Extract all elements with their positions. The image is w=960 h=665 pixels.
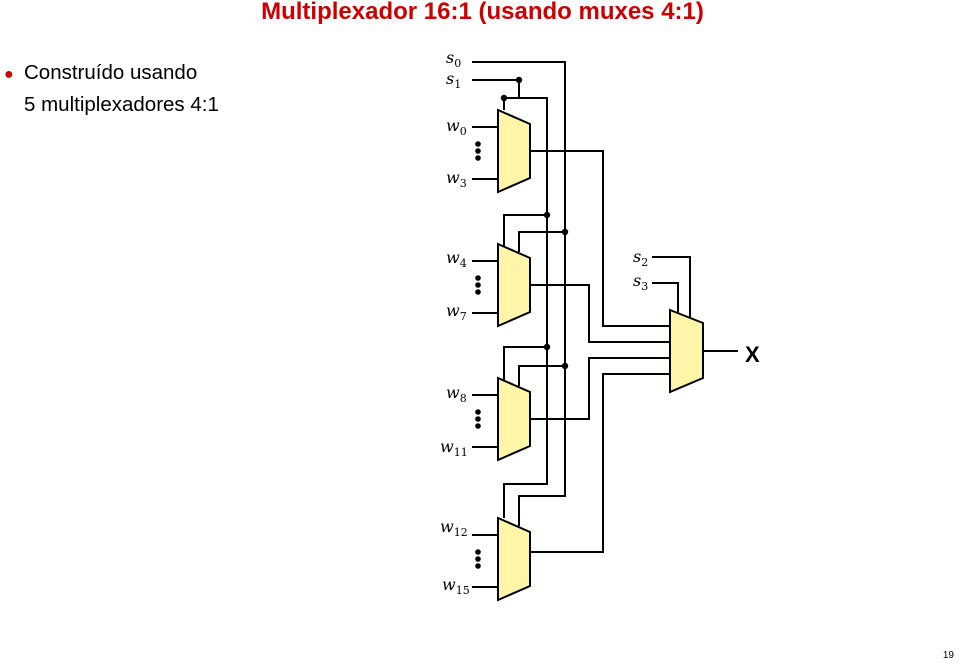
- input-label-w7: w7: [446, 301, 467, 323]
- junction-dot: [543, 211, 551, 219]
- mux4-out: [530, 373, 670, 553]
- s0-tap-3: [518, 365, 565, 386]
- s3-wire: [652, 282, 679, 313]
- ellipsis-dot: [475, 416, 481, 422]
- ellipsis-dot: [475, 563, 481, 569]
- mux-3: [497, 376, 531, 462]
- s0-label: s0: [446, 48, 461, 70]
- ellipsis-dot: [475, 556, 481, 562]
- input-label-w0: w0: [446, 116, 467, 138]
- s0-tap-4: [518, 495, 565, 526]
- s1-wire-b: [503, 80, 520, 110]
- input-label-w3: w3: [446, 168, 467, 190]
- bullet-item: ● Construído usando: [4, 58, 219, 90]
- wires: [472, 61, 738, 588]
- mux-2: [497, 242, 531, 328]
- s2-wire: [652, 256, 691, 318]
- s3-label: s3: [633, 271, 648, 293]
- s2-label: s2: [633, 247, 648, 269]
- input-label-w8: w8: [446, 383, 467, 405]
- page-number: 19: [942, 650, 954, 661]
- ellipsis-dot: [475, 141, 481, 147]
- ellipsis-dot: [475, 289, 481, 295]
- mux3-out: [530, 357, 670, 420]
- bullet-text-line1: Construído usando: [24, 61, 198, 84]
- output-label: X: [745, 342, 760, 367]
- input-label-w12: w12: [440, 517, 468, 539]
- ellipsis-dot: [475, 409, 481, 415]
- input-label-w11: w11: [440, 437, 468, 459]
- s1-tap-2: [503, 214, 547, 248]
- muxes: [497, 108, 704, 602]
- bullet-text-line2: 5 multiplexadores 4:1: [24, 93, 219, 116]
- ellipsis-dot: [475, 549, 481, 555]
- ellipsis-dot: [475, 155, 481, 161]
- ellipsis-dot: [475, 423, 481, 429]
- input-label-w4: w4: [446, 248, 467, 270]
- mux-4: [497, 516, 531, 602]
- bullet-dot-icon: ●: [4, 66, 14, 83]
- s1-tap-3: [503, 346, 547, 380]
- s1-label: s1: [446, 69, 461, 91]
- ellipsis-dot: [475, 282, 481, 288]
- input-label-w15: w15: [442, 575, 470, 597]
- ellipsis-dot: [475, 148, 481, 154]
- junction-dots: [475, 76, 569, 569]
- junction-dot: [515, 76, 523, 84]
- mux-final: [669, 308, 704, 394]
- junction-dot: [561, 228, 569, 236]
- junction-dot: [500, 94, 508, 102]
- junction-dot: [561, 362, 569, 370]
- s0-tap-2: [518, 231, 565, 252]
- slide-title: Multiplexador 16:1 (usando muxes 4:1): [261, 0, 704, 25]
- bullet-list: ● Construído usando 5 multiplexadores 4:…: [4, 58, 219, 120]
- mux-1: [497, 108, 531, 194]
- ellipsis-dot: [475, 275, 481, 281]
- mux2-out: [530, 284, 670, 343]
- mux1-out: [530, 150, 670, 327]
- junction-dot: [543, 343, 551, 351]
